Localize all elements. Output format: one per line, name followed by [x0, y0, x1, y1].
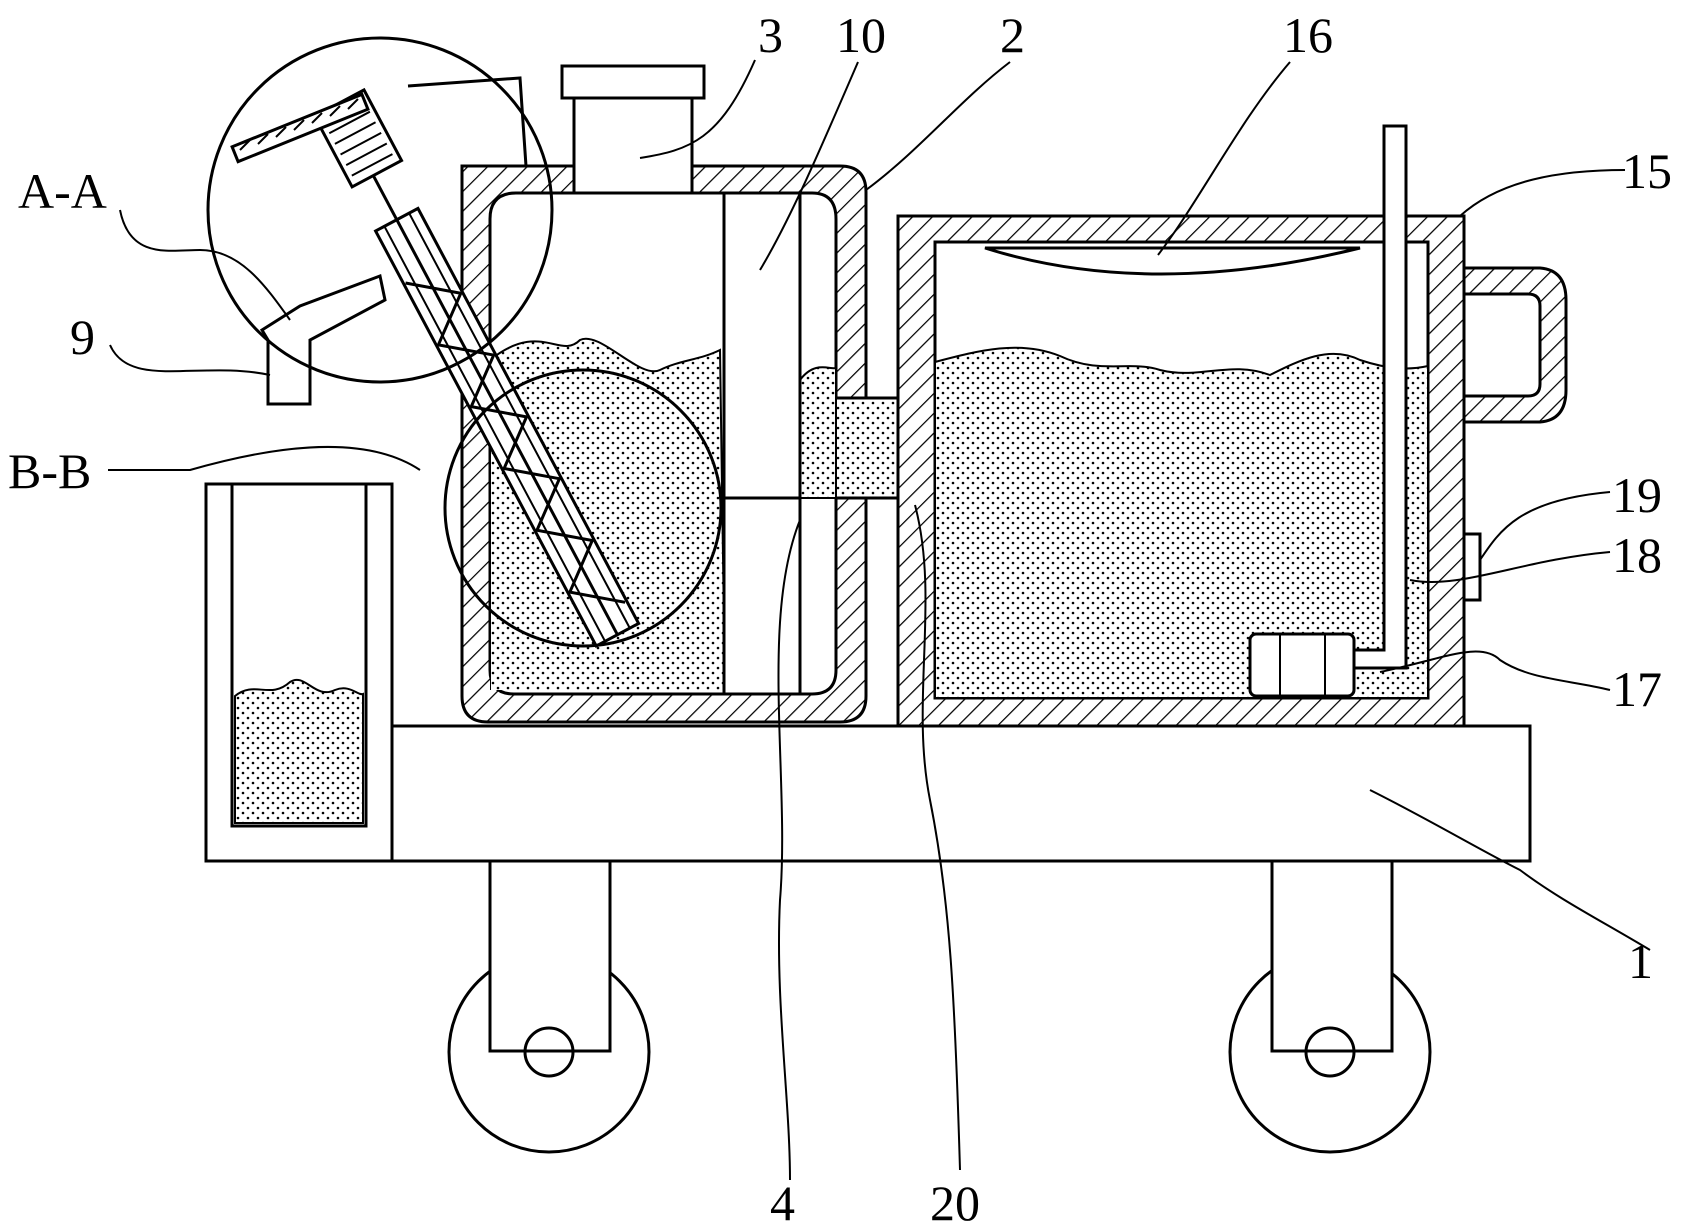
reference-labels: 3 10 2 16 15 A-A 9 B-B 19 18 17 1 4 20: [8, 7, 1672, 1228]
label-3: 3: [758, 7, 783, 63]
discharge-spout: [259, 273, 387, 406]
label-b-b: B-B: [8, 443, 91, 499]
wheel-left: [447, 859, 651, 1154]
detail-circle-a-a: [206, 36, 554, 384]
label-15: 15: [1622, 143, 1672, 199]
right-storage-tank: [896, 124, 1568, 728]
gear-rack: [230, 92, 370, 164]
label-4: 4: [770, 1175, 795, 1228]
label-9: 9: [70, 309, 95, 365]
base-platform: [390, 724, 1532, 863]
left-mixing-tank: [460, 64, 868, 724]
label-17: 17: [1612, 661, 1662, 717]
label-20: 20: [930, 1175, 980, 1228]
leader-lines: [108, 59, 1651, 1181]
label-a-a: A-A: [18, 163, 107, 219]
label-10: 10: [836, 7, 886, 63]
label-1: 1: [1628, 933, 1653, 989]
left-collection-bin: [204, 482, 394, 863]
inclined-screw-auger: [312, 87, 641, 649]
detail-circle-b-b: [443, 368, 723, 648]
label-16: 16: [1283, 7, 1333, 63]
label-19: 19: [1612, 467, 1662, 523]
label-18: 18: [1612, 527, 1662, 583]
label-2: 2: [1000, 7, 1025, 63]
wheel-right: [1228, 859, 1432, 1154]
